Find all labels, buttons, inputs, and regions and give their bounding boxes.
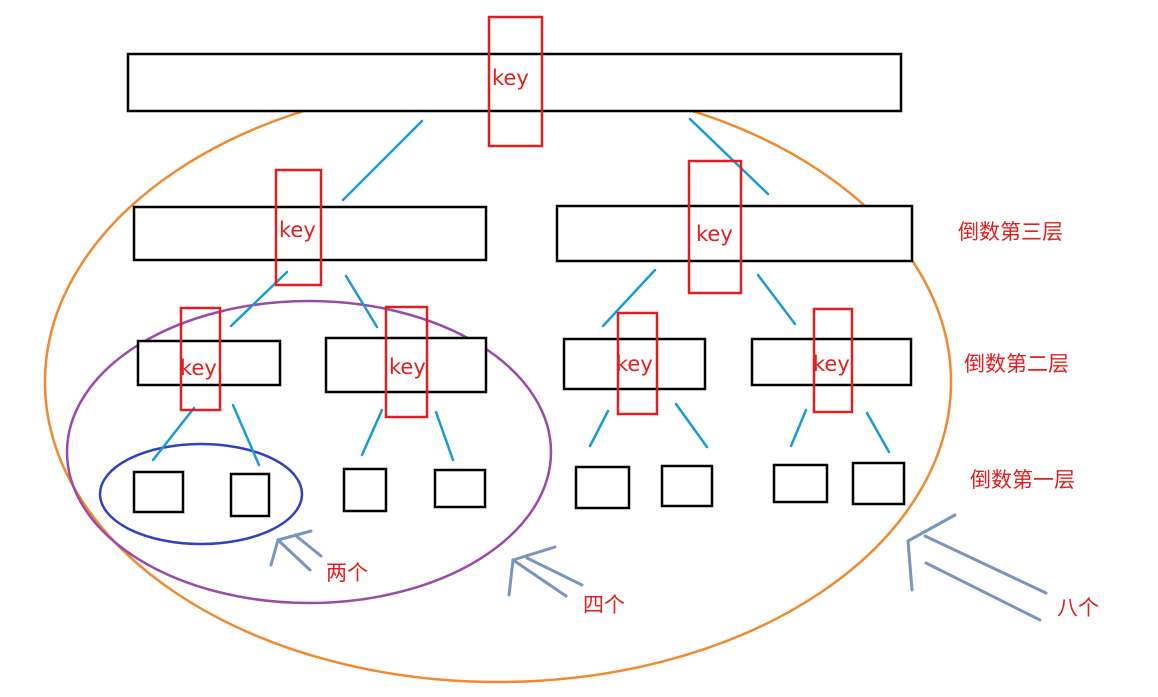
- key-label-level3-left: key: [279, 218, 316, 242]
- key-box-level3-right: [687, 159, 743, 295]
- edge-l3-left-b: [344, 274, 379, 329]
- edge-l3-left-a: [229, 270, 289, 328]
- key-label-level2-1: key: [180, 356, 217, 380]
- leaf-node-8: [851, 461, 906, 506]
- edge-l2-1-b: [231, 403, 261, 467]
- edge-l2-3-b: [674, 402, 709, 449]
- leaf-node-5: [574, 465, 631, 510]
- leaf-node-4: [433, 468, 487, 509]
- key-label-level3-right: key: [696, 222, 733, 246]
- root-node: [126, 52, 903, 113]
- key-box-level2-3: [616, 311, 659, 416]
- level-label-second: 倒数第二层: [964, 352, 1069, 376]
- edge-l2-1-a: [151, 406, 196, 462]
- key-box-root: [487, 15, 544, 148]
- level-label-first: 倒数第一层: [970, 468, 1075, 492]
- level3-node-right: [555, 204, 914, 263]
- edge-root-right: [688, 117, 770, 196]
- key-label-level2-4: key: [813, 352, 850, 376]
- leaf-node-1: [132, 470, 185, 514]
- edge-l2-4-b: [865, 411, 891, 454]
- level2-node-3: [562, 337, 707, 391]
- level2-node-4: [750, 337, 913, 387]
- key-label-level2-3: key: [616, 352, 653, 376]
- arrow-four: [507, 545, 584, 598]
- edge-l2-4-a: [789, 408, 808, 448]
- leaf-node-3: [342, 467, 388, 513]
- count-label-eight: 八个: [1057, 596, 1099, 620]
- edge-l3-right-a: [601, 268, 657, 328]
- ring-four: [65, 299, 553, 605]
- level2-node-1: [136, 339, 282, 387]
- count-label-four: 四个: [583, 593, 625, 617]
- ring-two: [98, 442, 304, 546]
- leaf-node-6: [660, 464, 714, 508]
- edge-root-left: [341, 119, 424, 202]
- key-box-level2-4: [812, 307, 854, 414]
- arrow-eight: [906, 513, 1048, 622]
- key-box-level3-left: [274, 168, 323, 287]
- edge-l2-2-a: [360, 408, 384, 457]
- key-box-level2-2: [384, 305, 429, 419]
- edge-l2-3-a: [588, 409, 610, 448]
- arrow-two: [269, 529, 323, 572]
- level2-node-2: [324, 336, 488, 394]
- key-label-root: key: [492, 66, 529, 90]
- key-label-level2-2: key: [389, 355, 426, 379]
- key-box-level2-1: [179, 306, 222, 412]
- level3-node-left: [132, 205, 488, 262]
- leaf-node-2: [229, 472, 271, 518]
- count-label-two: 两个: [326, 561, 368, 585]
- edge-l3-right-b: [756, 273, 797, 326]
- edge-l2-2-b: [434, 410, 455, 462]
- leaf-node-7: [772, 463, 829, 504]
- level-label-third: 倒数第三层: [958, 220, 1063, 244]
